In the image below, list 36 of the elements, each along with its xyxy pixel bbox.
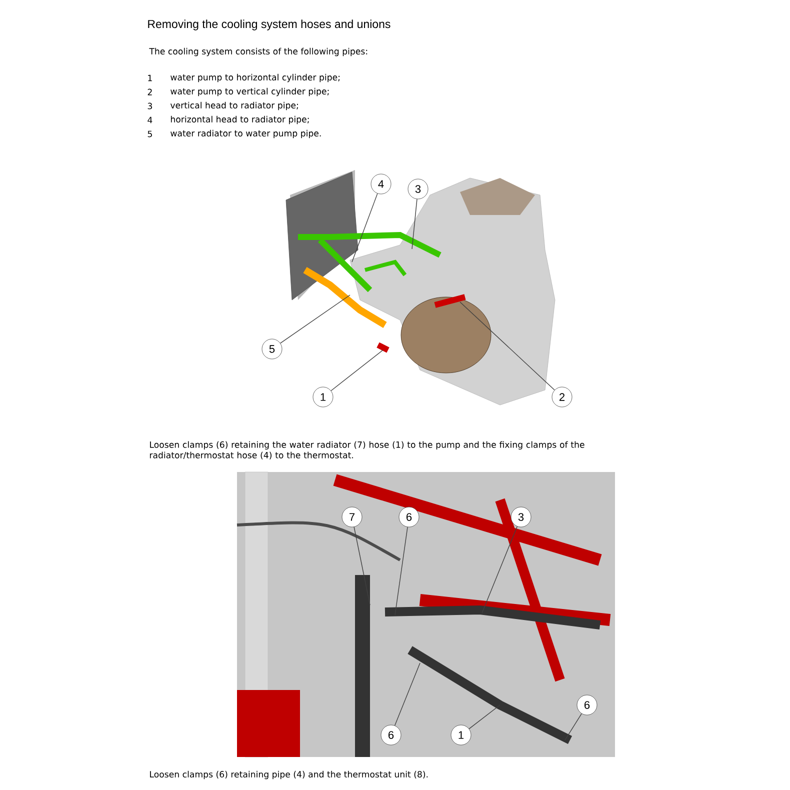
callout-number: 2 [552,386,572,408]
callout-number: 1 [312,386,334,408]
leader-line [354,526,370,606]
body-text: Loosen clamps (6) retaining pipe (4) and the thermostat unit (8). [150,770,428,780]
callout-number: 4 [370,174,392,194]
leader-line [394,526,408,616]
callout-number: 7 [342,506,362,528]
body-text: The cooling system consists of the following pipes: [149,48,368,56]
callout-number: 6 [380,724,402,746]
leader-line [468,704,500,730]
body-text: 3 [148,102,152,110]
leader-line [564,713,582,740]
body-text: vertical head to radiator pipe; [170,102,298,110]
body-text: water radiator to water pump pipe. [170,130,321,138]
callout-number: 1 [450,724,472,746]
leader-line [280,294,350,344]
callout-number: 3 [408,178,428,200]
leader-line [352,193,378,262]
callout-number: 6 [576,694,598,716]
leader-line [394,662,420,726]
body-text: Loosen clamps (6) retaining the water radiator (7) hose (1) to the pump and the fixing clamps of the radiator/thermostat hose (4) to the thermostat. [150,441,584,460]
body-text: 4 [148,116,152,124]
callout-number: 3 [510,506,532,528]
leader-line [460,302,555,390]
body-text: 2 [148,88,152,96]
body-text: water pump to vertical cylinder pipe; [170,88,329,96]
callout-number: 6 [398,506,420,528]
title: Removing the cooling system hoses and unions [148,20,390,30]
callout-number: 5 [262,338,282,360]
body-text: 1 [148,74,152,82]
leader-line [412,198,418,250]
body-text: water pump to horizontal cylinder pipe; [170,74,340,82]
body-text: 5 [148,130,152,138]
body-text: horizontal head to radiator pipe; [170,116,309,124]
leader-line [330,350,384,392]
leader-line [482,526,518,614]
